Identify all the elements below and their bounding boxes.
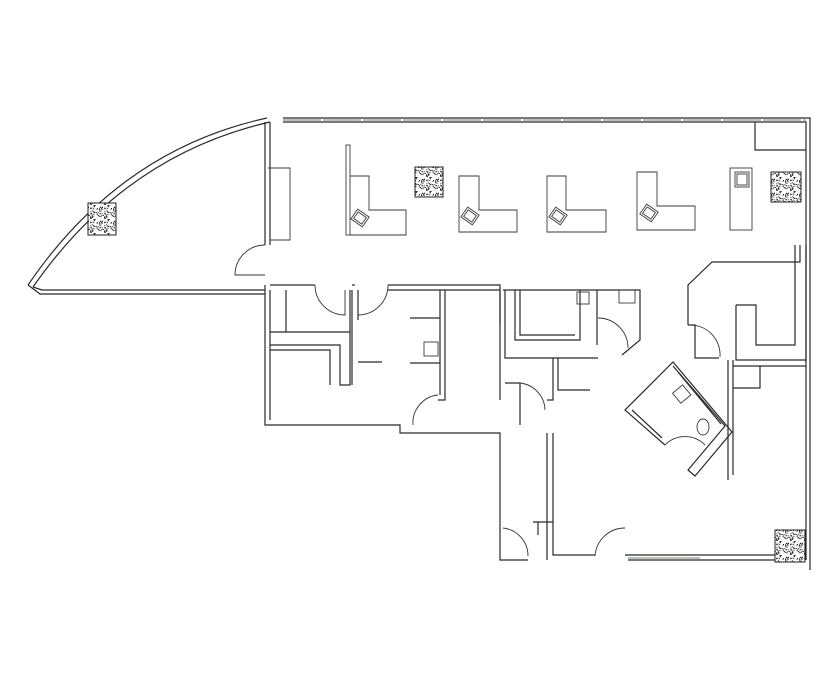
- doors: [234, 244, 721, 557]
- chair-icon: [639, 203, 659, 223]
- interior-walls: [264, 245, 806, 561]
- door: [597, 317, 629, 349]
- door: [519, 382, 546, 411]
- plant-icon: [774, 529, 806, 563]
- chair-icon: [460, 206, 480, 226]
- door: [502, 527, 529, 557]
- desk: [546, 175, 607, 233]
- panel: [345, 144, 351, 236]
- plants: [87, 166, 806, 563]
- exterior-walls: [27, 117, 811, 570]
- chair-icon: [350, 208, 370, 228]
- door: [357, 284, 389, 316]
- door: [314, 284, 346, 316]
- monitor-icon: [618, 289, 636, 304]
- desk: [458, 175, 518, 233]
- door: [594, 527, 626, 557]
- desk: [350, 175, 407, 236]
- monitor-icon: [734, 171, 750, 188]
- chair-icon: [548, 206, 568, 226]
- monitor-icon: [576, 291, 590, 305]
- door: [412, 394, 439, 426]
- plant-icon: [770, 171, 802, 203]
- desk: [636, 171, 696, 231]
- door: [234, 244, 266, 276]
- door: [687, 324, 721, 358]
- plant-icon: [414, 166, 444, 198]
- workstations: [345, 144, 753, 357]
- plant-icon: [87, 202, 117, 236]
- monitor-icon: [423, 341, 439, 357]
- desk: [729, 167, 753, 231]
- toilet-icon: [696, 418, 710, 436]
- restroom: [624, 361, 733, 477]
